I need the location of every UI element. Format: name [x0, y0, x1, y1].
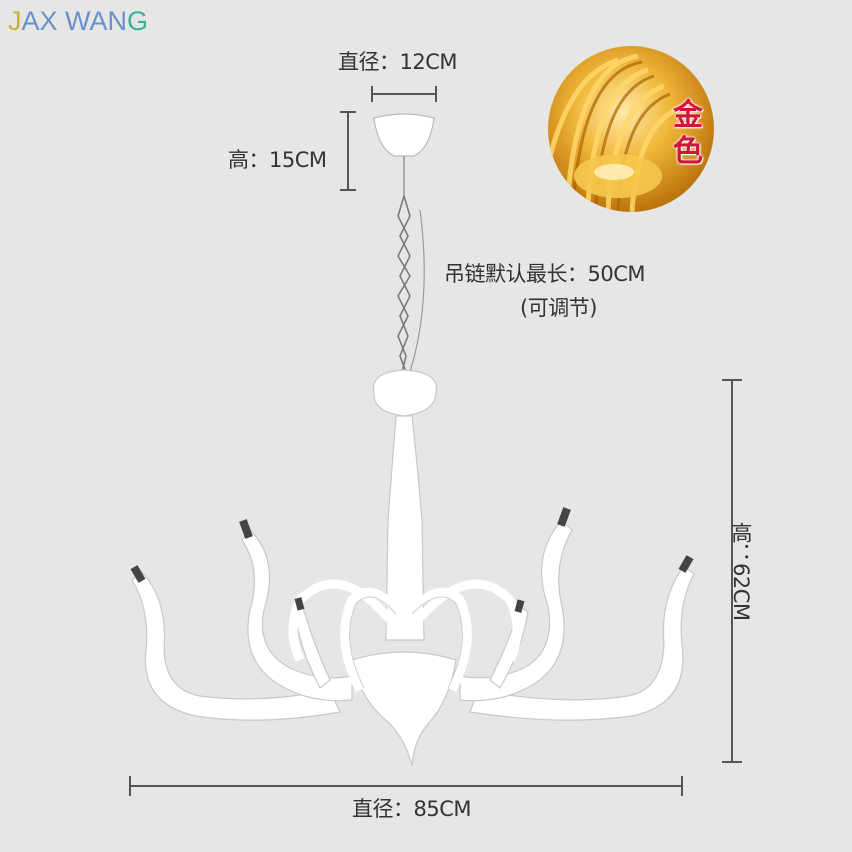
- lamp-stem: [385, 415, 425, 641]
- arm-inner-left: [241, 529, 353, 702]
- bulb-back-left: [294, 597, 305, 611]
- canopy-height-label: 高：15CM: [228, 148, 327, 172]
- lamp-bulbs: [130, 507, 694, 613]
- total-diameter-label: 直径：85CM: [352, 797, 472, 821]
- lamp-body: [351, 369, 457, 767]
- bulb-back-right: [514, 599, 525, 613]
- arm-outer-right: [469, 565, 695, 721]
- arm-outer-left: [131, 571, 341, 721]
- brand-logo-letter-j: J: [8, 6, 22, 36]
- lamp-base: [351, 651, 457, 767]
- bulb-inner-left: [239, 519, 253, 539]
- arm-back-left: [293, 602, 331, 689]
- bulb-outer-right: [678, 555, 694, 573]
- chain-adjustable-label: (可调节): [520, 296, 597, 320]
- canopy: [373, 113, 435, 157]
- chain-length-label: 吊链默认最长：50CM: [444, 262, 646, 286]
- dimension-lines: [129, 86, 742, 796]
- brand-logo: JAX WANG: [8, 6, 148, 37]
- brand-logo-middle: AX WAN: [21, 6, 128, 36]
- arm-inner-right: [459, 519, 573, 702]
- brand-logo-letter-g: G: [127, 6, 149, 36]
- lamp-loop-outlines: [349, 596, 463, 689]
- bulb-inner-right: [557, 507, 571, 527]
- total-height-label: 高：62CM: [729, 522, 753, 621]
- power-cord: [409, 209, 425, 373]
- chain: [397, 195, 411, 373]
- gold-finish-label: 金色: [673, 98, 703, 169]
- bulb-outer-left: [130, 565, 146, 583]
- gold-detail-image: [548, 53, 689, 212]
- lamp-knob: [372, 369, 437, 417]
- gold-finish-swatch: 金色: [548, 46, 714, 212]
- canopy-diameter-label: 直径：12CM: [338, 50, 458, 74]
